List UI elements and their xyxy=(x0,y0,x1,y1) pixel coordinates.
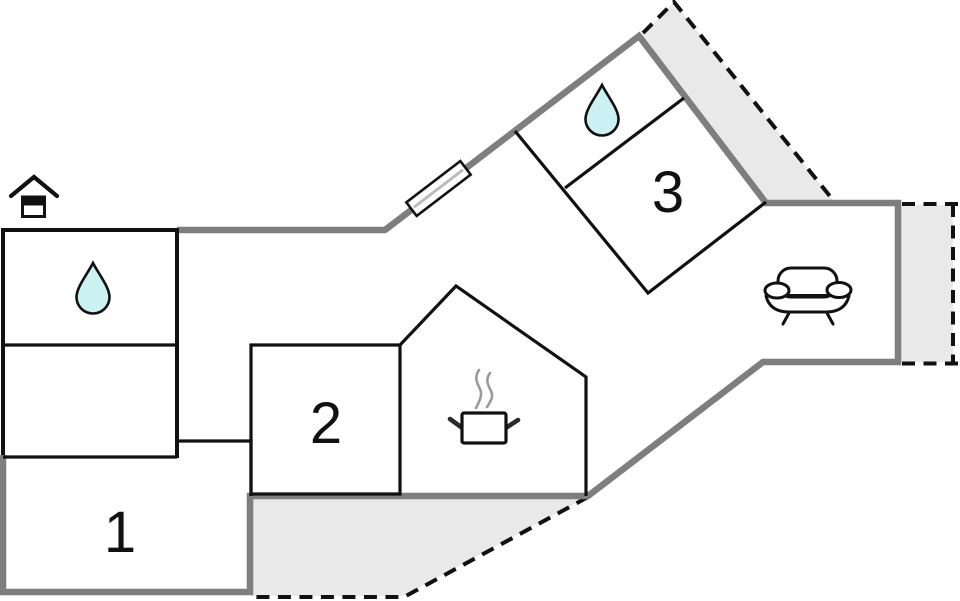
room-middle-left xyxy=(3,345,177,457)
interior-walls xyxy=(1,96,767,496)
room-2 xyxy=(251,345,400,494)
room-1 xyxy=(3,441,251,592)
room-areas xyxy=(3,36,766,592)
water-drop-icon xyxy=(75,260,111,315)
terrace-bottom-fill xyxy=(251,497,587,596)
terrace-right-border xyxy=(902,202,960,366)
room3-walls xyxy=(513,96,767,296)
sofa-icon xyxy=(763,266,853,326)
terrace-right-fill xyxy=(901,205,953,362)
room-kitchen xyxy=(400,286,586,496)
water-drop-icon xyxy=(584,82,620,137)
left-block-dividers xyxy=(3,343,177,459)
exterior-wall xyxy=(0,31,902,596)
house-entrance-icon xyxy=(8,174,60,218)
terrace-top-right-border xyxy=(641,0,835,202)
room-3-label: 3 xyxy=(652,160,684,225)
room-2-label: 2 xyxy=(310,391,342,456)
cooking-pot-icon xyxy=(447,368,521,445)
terraces xyxy=(251,0,960,599)
terrace-top-right-fill xyxy=(641,2,833,202)
kitchen-walls xyxy=(398,283,588,496)
room-1-label: 1 xyxy=(104,500,136,565)
window-icon xyxy=(404,159,473,218)
terrace-bottom-border xyxy=(251,495,589,599)
